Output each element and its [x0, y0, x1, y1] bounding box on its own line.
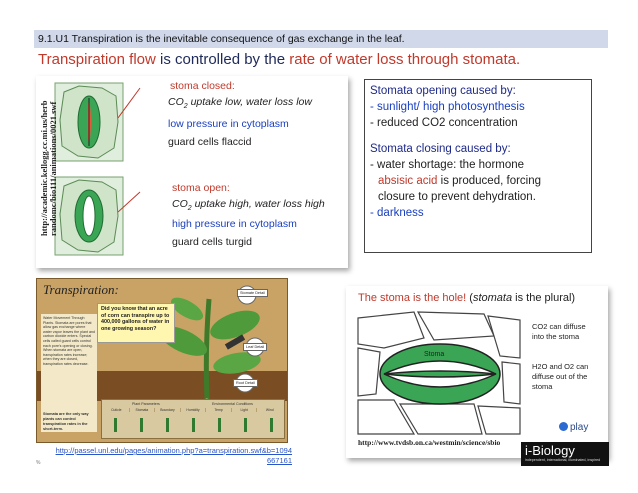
- closed-guard-cells: guard cells flaccid: [168, 136, 252, 148]
- label-pointer-lines: [118, 87, 141, 213]
- animation-url-line-2: 667161: [266, 456, 292, 465]
- animation-parameter-panel: Plant Parameters Environmental Condition…: [101, 399, 285, 439]
- light-slider[interactable]: [244, 418, 247, 432]
- slide-title: Transpiration flow is controlled by the …: [38, 51, 520, 68]
- stoma-source-url[interactable]: http://www.tvdsb.on.ca/westmin/science/s…: [358, 438, 501, 447]
- parameter-columns: Cuticle Stomata Boundary Humidity Temp L…: [104, 408, 282, 412]
- open-guard-cells: guard cells turgid: [172, 236, 252, 248]
- title-part-2: is controlled by the: [155, 51, 290, 68]
- closed-co2-line: CO2 uptake low, water loss low: [168, 96, 312, 111]
- title-part-3: rate of water loss through stomata.: [289, 51, 521, 68]
- animation-side-text: Water Movement Through Plants. Stomata a…: [41, 314, 97, 410]
- stoma-hole-panel: The stoma is the hole! (stomata is the p…: [346, 286, 608, 458]
- transpiration-animation-screenshot: Transpiration: Water Movement Through Pl…: [36, 278, 288, 443]
- root-detail-button[interactable]: Root Detail: [233, 379, 258, 387]
- closing-item-2: absisic acid is produced, forcing: [378, 175, 542, 187]
- open-heading: stoma open:: [172, 182, 230, 194]
- open-co2-line: CO2 uptake high, water loss high: [172, 198, 325, 213]
- slide-header-bar: 9.1.U1 Transpiration is the inevitable c…: [34, 30, 608, 48]
- param-cuticle: Cuticle: [104, 408, 130, 412]
- humidity-slider[interactable]: [192, 418, 195, 432]
- closed-pressure: low pressure in cytoplasm: [168, 118, 289, 130]
- title-part-1: Transpiration flow: [38, 51, 156, 68]
- vertical-source-url[interactable]: http://academic.kellogg.cc.mi.us/herb ra…: [39, 100, 58, 236]
- closing-heading: Stomata closing caused by:: [370, 143, 511, 155]
- stomata-causes-box: Stomata opening caused by: - sunlight/ h…: [364, 79, 592, 253]
- opening-item-2: - reduced CO2 concentration: [370, 117, 518, 129]
- stoma-cross-section: [357, 311, 521, 435]
- stomata-slider[interactable]: [140, 418, 143, 432]
- stoma-label: Stoma: [424, 351, 445, 358]
- environmental-conditions-label: Environmental Conditions: [212, 402, 253, 406]
- open-pressure: high pressure in cytoplasm: [172, 218, 297, 230]
- animation-title: Transpiration:: [43, 282, 119, 297]
- param-light: Light: [232, 408, 258, 412]
- opening-heading: Stomata opening caused by:: [370, 85, 516, 97]
- param-stomata: Stomata: [130, 408, 156, 412]
- closed-heading: stoma closed:: [170, 80, 235, 92]
- play-button[interactable]: play: [559, 422, 588, 433]
- boundary-slider[interactable]: [166, 418, 169, 432]
- animation-url-line-1: http://passel.unl.edu/pages/animation.ph…: [55, 446, 292, 455]
- param-boundary: Boundary: [155, 408, 181, 412]
- param-wind: Wind: [265, 408, 274, 412]
- param-temp: Temp: [206, 408, 232, 412]
- animation-fact-callout: Did you know that an acre of corn can tr…: [97, 303, 175, 343]
- open-stoma-illustration: [54, 176, 124, 256]
- slide-header-text: 9.1.U1 Transpiration is the inevitable c…: [38, 33, 405, 45]
- animation-source-link[interactable]: http://passel.unl.edu/pages/animation.ph…: [46, 446, 292, 466]
- play-icon: [559, 422, 568, 431]
- plant-parameters-label: Plant Parameters: [132, 402, 160, 406]
- stomate-detail-button[interactable]: Stomate Detail: [237, 289, 268, 297]
- i-biology-logo: i-Biology independent, international, il…: [521, 442, 609, 466]
- opening-item-1: - sunlight/ high photosynthesis: [370, 101, 525, 113]
- slide-mark: %: [36, 460, 41, 466]
- param-humidity: Humidity: [181, 408, 207, 412]
- stoma-caption: The stoma is the hole! (stomata is the p…: [358, 292, 576, 304]
- closed-stoma-illustration: [54, 82, 124, 162]
- leaf-detail-button[interactable]: Leaf Detail: [243, 343, 268, 351]
- animation-bottom-note: Stomata are the only way plants can cont…: [41, 410, 97, 432]
- brand-name: i-Biology: [525, 443, 575, 458]
- closing-item-3: closure to prevent dehydration.: [378, 191, 536, 203]
- wind-slider[interactable]: [270, 418, 273, 432]
- h2o-diffusion-note: H2O and O2 can diffuse out of the stoma: [532, 362, 589, 391]
- closing-item-4: - darkness: [370, 207, 424, 219]
- cuticle-slider[interactable]: [114, 418, 117, 432]
- stoma-diagram-panel: stoma closed: CO2 uptake low, water loss…: [36, 76, 348, 268]
- temp-slider[interactable]: [218, 418, 221, 432]
- brand-tagline: independent, international, illuminated,…: [525, 458, 601, 462]
- co2-diffusion-note: CO2 can diffuse into the stoma: [532, 322, 586, 341]
- vertical-url-line-2: randomc/bio111/animations/0021.swf: [48, 101, 58, 236]
- closing-item-1: - water shortage: the hormone: [370, 159, 525, 171]
